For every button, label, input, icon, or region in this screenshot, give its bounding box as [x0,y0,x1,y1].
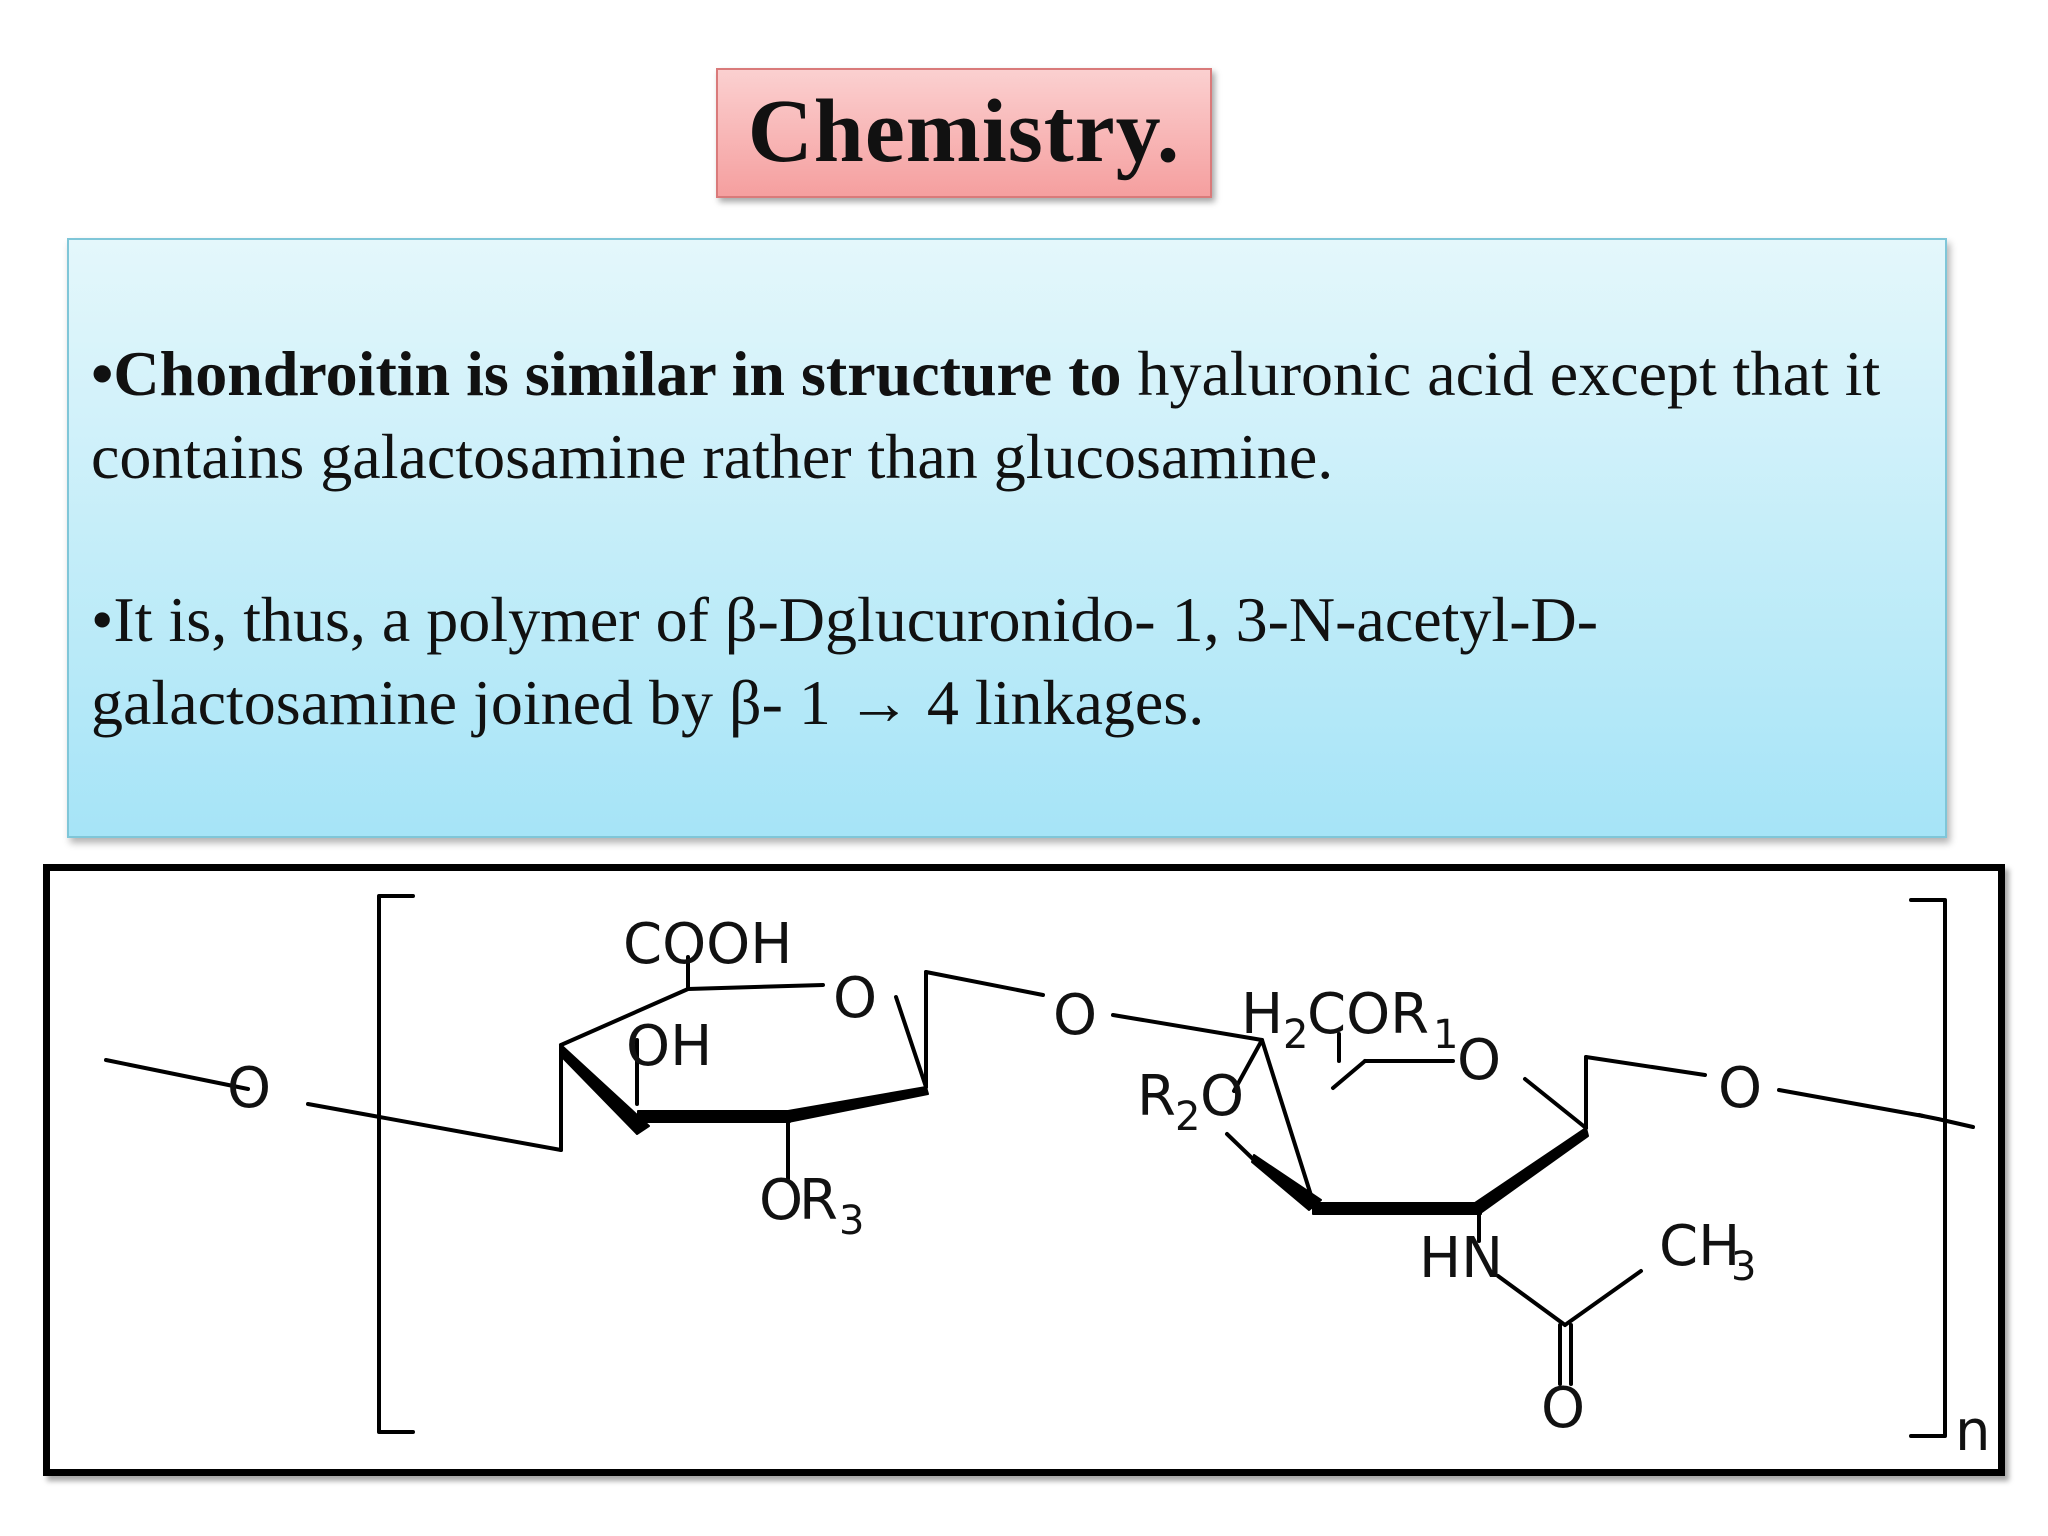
bullet-paragraph-1: •Chondroitin is similar in structure to … [91,332,1921,498]
left-oxygen: O [227,1056,271,1121]
chondroitin-structure-diagram: O COOH O OH O R 3 O H 2 COR 1 O R 2 O HN… [104,894,1991,1464]
ring2-bottom-bond [1312,1202,1482,1215]
title-box: Chemistry. [716,68,1212,198]
left-chain-bond [104,1058,250,1091]
glycosidic-oxygen: O [1053,983,1097,1048]
bullet-marker: • [91,338,114,409]
ring2-oxygen: O [1457,1028,1501,1093]
bullet-1-bold-text: Chondroitin is similar in structure to [113,338,1122,409]
r2o-o: O [1200,1064,1244,1129]
h2cor1-cor: COR [1307,982,1429,1047]
ring1-wedge-right [787,1086,929,1123]
or3-o: O [759,1168,803,1233]
ring2-wedge-right [1474,1127,1589,1215]
bullet-2-text: It is, thus, a polymer of β-Dglucuronido… [91,584,1599,738]
bullet-1-text: hyaluronic acid except that it contains … [91,338,1881,492]
ring1-oxygen: O [833,966,877,1031]
bullet-marker: • [91,584,114,655]
r2o-subscript: 2 [1175,1094,1200,1140]
ch3-ch: CH [1659,1214,1740,1279]
right-bracket [1909,898,1947,1438]
content-box: •Chondroitin is similar in structure to … [67,238,1947,838]
left-o-ring-bond [306,1102,563,1152]
hn-label: HN [1419,1226,1503,1291]
oh-label: OH [626,1014,712,1079]
ring1-bottom-bond [637,1110,791,1123]
bullet-paragraph-2: •It is, thus, a polymer of β-Dglucuronid… [91,578,1921,744]
ring1-wedge-left [560,1044,650,1135]
h2cor1-sub-1: 1 [1433,1012,1458,1058]
left-bracket [377,894,415,1434]
h2cor1-h: H [1241,982,1283,1047]
repeat-unit-n: n [1955,1399,1991,1464]
structure-diagram-frame: O COOH O OH O R 3 O H 2 COR 1 O R 2 O HN… [43,864,2005,1476]
r2o-r: R [1137,1064,1176,1129]
carbonyl-oxygen: O [1541,1376,1585,1441]
slide-title: Chemistry. [747,81,1181,181]
ch3-subscript: 3 [1731,1244,1756,1290]
h2cor1-sub-2: 2 [1283,1012,1308,1058]
or3-subscript: 3 [839,1198,864,1244]
ring2-wedge-left [1251,1154,1322,1211]
cooh-label: COOH [623,912,792,977]
or3-r: R [799,1168,838,1233]
right-oxygen: O [1718,1056,1762,1121]
